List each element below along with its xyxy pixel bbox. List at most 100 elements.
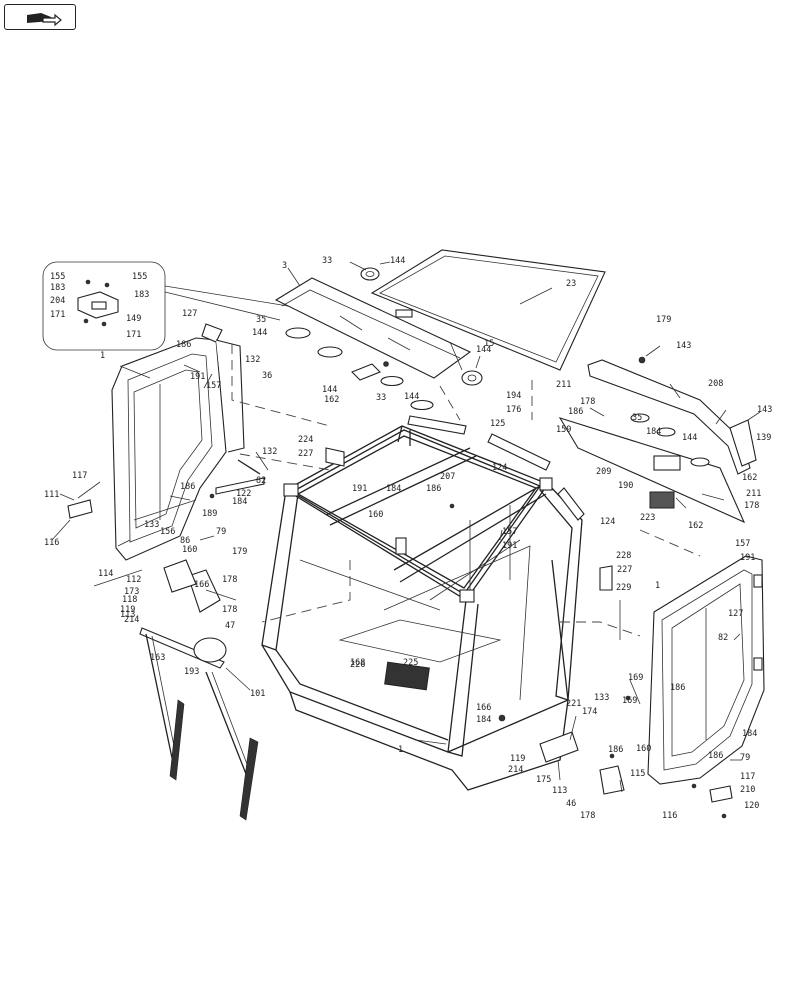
part-number-label: 144	[322, 385, 337, 395]
part-number-label: 166	[194, 580, 209, 590]
part-number-label: 116	[44, 538, 59, 548]
part-number-label: 35	[256, 315, 266, 325]
part-number-label: 159	[556, 425, 571, 435]
part-number-label: 35	[632, 413, 642, 423]
part-number-label: 189	[202, 509, 217, 519]
part-number-label: 132	[262, 447, 277, 457]
part-number-label: 186	[670, 683, 685, 693]
part-number-label: 171	[126, 330, 141, 340]
wiper-assembly	[139, 559, 259, 821]
right-roof-rail	[558, 359, 757, 524]
part-number-label: 144	[682, 433, 697, 443]
hardware	[67, 356, 733, 819]
part-number-label: 1	[655, 581, 660, 591]
part-number-label: 113	[552, 786, 567, 796]
part-number-label: 174	[582, 707, 597, 717]
part-number-label: 184	[232, 497, 247, 507]
part-number-label: 186	[180, 482, 195, 492]
part-number-label: 186	[608, 745, 623, 755]
part-number-label: 179	[656, 315, 671, 325]
part-number-label: 144	[404, 392, 419, 402]
part-number-label: 118	[122, 595, 137, 605]
part-number-label: 162	[324, 395, 339, 405]
part-number-label: 169	[622, 696, 637, 706]
part-number-label: 171	[50, 310, 65, 320]
part-number-label: 157	[206, 381, 221, 391]
book-nav-button[interactable]	[4, 4, 76, 30]
part-number-label: 160	[182, 545, 197, 555]
part-number-label: 143	[757, 405, 772, 415]
part-number-label: 116	[662, 811, 677, 821]
part-number-label: 15	[484, 339, 494, 349]
part-number-label: 176	[506, 405, 521, 415]
part-number-label: 144	[390, 256, 405, 266]
part-number-label: 163	[150, 653, 165, 663]
part-number-label: 139	[756, 433, 771, 443]
cab-frame	[261, 425, 583, 791]
part-number-label: 86	[180, 536, 190, 546]
part-number-label: 178	[222, 575, 237, 585]
leader-lines	[51, 261, 761, 793]
part-number-label: 193	[184, 667, 199, 677]
part-number-label: 46	[566, 799, 576, 809]
part-number-label: 168	[350, 658, 365, 668]
part-number-label: 122	[236, 489, 251, 499]
part-number-label: 214	[124, 615, 139, 625]
part-number-label: 101	[250, 689, 265, 699]
part-number-label: 82	[256, 476, 266, 486]
part-number-label: 224	[298, 435, 313, 445]
part-number-label: 120	[744, 801, 759, 811]
part-number-label: 190	[618, 481, 633, 491]
part-number-label: 223	[640, 513, 655, 523]
part-number-label: 113	[120, 610, 135, 620]
part-number-label: 186	[426, 484, 441, 494]
part-number-label: 132	[245, 355, 260, 365]
part-number-label: 183	[134, 290, 149, 300]
part-number-label: 178	[580, 811, 595, 821]
part-number-label: 227	[617, 565, 632, 575]
part-number-label: 112	[126, 575, 141, 585]
part-number-label: 119	[120, 605, 135, 615]
part-number-label: 127	[182, 309, 197, 319]
part-number-label: 160	[636, 744, 651, 754]
part-number-label: 155	[132, 272, 147, 282]
part-number-label: 143	[676, 341, 691, 351]
part-number-label: 229	[616, 583, 631, 593]
loose-bars	[325, 415, 585, 521]
part-number-label: 117	[72, 471, 87, 481]
part-number-label: 144	[476, 345, 491, 355]
part-number-label: 119	[510, 754, 525, 764]
part-number-label: 125	[490, 419, 505, 429]
part-number-label: 3	[282, 261, 287, 271]
roof-vents	[285, 267, 483, 411]
part-number-label: 111	[44, 490, 59, 500]
part-number-label: 186	[708, 751, 723, 761]
inset-detail	[42, 261, 289, 351]
part-number-label: 178	[222, 605, 237, 615]
left-door	[111, 323, 245, 561]
part-number-label: 183	[50, 283, 65, 293]
right-door	[647, 555, 765, 785]
part-number-label: 162	[688, 521, 703, 531]
part-number-label: 124	[600, 517, 615, 527]
part-number-label: 208	[708, 379, 723, 389]
part-number-label: 207	[440, 472, 455, 482]
part-number-label: 186	[568, 407, 583, 417]
part-number-label: 184	[742, 729, 757, 739]
book-arrow-icon	[27, 13, 62, 27]
part-number-label: 211	[746, 489, 761, 499]
part-number-label: 173	[124, 587, 139, 597]
part-number-label: 23	[566, 279, 576, 289]
part-number-label: 133	[144, 520, 159, 530]
part-number-label: 228	[616, 551, 631, 561]
part-number-label: 184	[476, 715, 491, 725]
part-number-label: 227	[298, 449, 313, 459]
part-number-label: 179	[232, 547, 247, 557]
guide-lines	[231, 344, 701, 637]
part-number-label: 47	[225, 621, 235, 631]
part-number-label: 162	[742, 473, 757, 483]
part-number-label: 124	[492, 463, 507, 473]
part-number-label: 160	[368, 510, 383, 520]
part-number-label: 225	[403, 658, 418, 668]
